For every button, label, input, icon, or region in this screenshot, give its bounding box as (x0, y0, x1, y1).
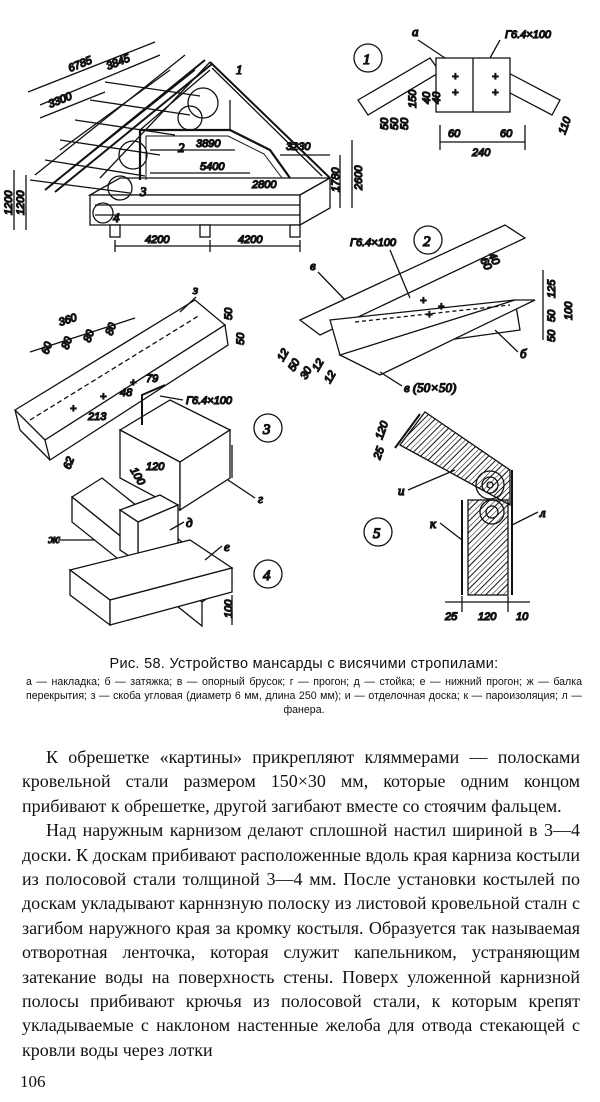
dim-3300: 3300 (47, 90, 75, 111)
label-zh: ж (48, 531, 60, 546)
paragraph-2: Над наружным карнизом делают сплошной на… (22, 820, 580, 1060)
d2-100: 100 (563, 301, 575, 320)
label-b: б (520, 346, 527, 361)
svg-text:+: + (452, 87, 459, 99)
d1-60a: 60 (448, 128, 461, 140)
d2-12c: 12 (322, 369, 339, 386)
d3-213: 213 (87, 411, 107, 423)
detail-number-3: 3 (262, 422, 271, 438)
d3-60: 60 (40, 340, 56, 356)
dim-2600: 2600 (353, 165, 365, 191)
dim-4200-b: 4200 (238, 234, 263, 246)
d4-100: 100 (223, 599, 235, 618)
svg-text:+: + (70, 403, 77, 415)
label-i: и (398, 483, 405, 498)
figure-58-mansard-drawing: 6785 3845 3300 3890 5400 2800 3230 1780 … (2, 23, 576, 628)
label-k: к (430, 516, 437, 531)
d1-50b: 50 (389, 117, 401, 130)
d3-80a: 80 (60, 335, 76, 351)
detail-1-ridge: 1 + + + + а Г6.4×100 150 50 50 40 50 40 60… (353, 23, 575, 160)
svg-text:+: + (492, 71, 499, 83)
svg-text:+: + (452, 71, 459, 83)
figure-caption: Рис. 58. Устройство мансарды с висячими … (26, 656, 582, 717)
d1-bracket: Г6.4×100 (505, 29, 552, 41)
dim-4200-a: 4200 (145, 234, 170, 246)
label-a: а (412, 24, 419, 39)
svg-text:+: + (426, 309, 433, 321)
d1-60b: 60 (500, 128, 513, 140)
d5-25b: 25 (444, 611, 458, 623)
d3-bracket: Г6.4×100 (186, 395, 233, 407)
svg-text:+: + (420, 295, 427, 307)
d1-110: 110 (557, 115, 575, 136)
body-text: К обрешетке «картины» прикрепляют клямме… (22, 745, 580, 1062)
detail-5-wall-section: 5 и к л 25 120 25 12 (363, 411, 547, 624)
dim-3230: 3230 (286, 141, 311, 153)
label-4: 4 (113, 210, 120, 225)
d1-50a: 50 (379, 117, 391, 130)
label-v: в (310, 258, 316, 273)
d3-80b: 80 (82, 328, 98, 344)
d1-50c: 50 (399, 117, 411, 130)
d2-125: 125 (546, 279, 558, 298)
paragraph-1: К обрешетке «картины» прикрепляют клямме… (22, 747, 580, 816)
caption-title: Рис. 58. Устройство мансарды с висячими … (109, 656, 499, 672)
dim-2800: 2800 (251, 179, 277, 191)
svg-text:+: + (438, 301, 445, 313)
detail-number-4: 4 (263, 568, 271, 584)
d1-40b: 40 (431, 91, 443, 104)
label-l: л (539, 505, 546, 520)
dim-5400: 5400 (200, 161, 225, 173)
svg-text:+: + (492, 87, 499, 99)
svg-text:+: + (130, 377, 137, 389)
d1-150: 150 (407, 89, 419, 108)
detail-3-purlin-joint: 3 213 48 79 +++ Г6.4×100 з 360 60 80 80 … (13, 281, 283, 512)
label-3: 3 (139, 184, 147, 199)
label-g: г (258, 491, 263, 506)
d3-80c: 80 (104, 321, 120, 337)
d3-62: 62 (62, 455, 77, 471)
d3-50b: 50 (235, 332, 247, 345)
d5-120a: 120 (374, 419, 392, 441)
svg-text:+: + (100, 391, 107, 403)
detail-2-eave: 2 +++ в Г6.4×100 60 40 125 50 50 100 12 … (275, 224, 576, 396)
dim-3845: 3845 (105, 52, 133, 73)
detail-4-beams: 4 ж д е 100 (47, 477, 283, 628)
label-d: д (186, 515, 193, 530)
d5-25a: 25 (371, 445, 387, 462)
dim-1200-a: 1200 (3, 190, 15, 215)
d1-240: 240 (471, 147, 491, 159)
d5-10: 10 (516, 611, 529, 623)
d3-360: 360 (57, 311, 79, 328)
d3-50a: 50 (223, 307, 235, 320)
label-e: е (224, 539, 230, 554)
main-roof-perspective: 6785 3845 3300 3890 5400 2800 3230 1780 … (2, 41, 366, 252)
d1-40: 40 (421, 91, 433, 104)
d3-48: 48 (120, 387, 133, 399)
page-number: 106 (20, 1072, 46, 1091)
dim-1780: 1780 (330, 167, 342, 192)
dim-1200-b: 1200 (15, 190, 27, 215)
detail-number-2: 2 (423, 234, 431, 250)
label-z: з (192, 282, 198, 297)
label-1: 1 (236, 62, 243, 77)
caption-legend: а — накладка; б — затяжка; в — опорный б… (26, 676, 582, 716)
d2-bracket: Г6.4×100 (350, 237, 397, 249)
d2-50b: 50 (546, 329, 558, 342)
d3-120: 120 (146, 461, 165, 473)
d2-50a: 50 (546, 309, 558, 322)
detail-number-5: 5 (373, 526, 381, 542)
label-v-size: в (50×50) (404, 380, 456, 395)
d3-79: 79 (146, 373, 158, 385)
detail-number-1: 1 (363, 52, 371, 68)
label-2: 2 (178, 140, 185, 155)
d5-120b: 120 (478, 611, 497, 623)
dim-3890: 3890 (196, 138, 221, 150)
